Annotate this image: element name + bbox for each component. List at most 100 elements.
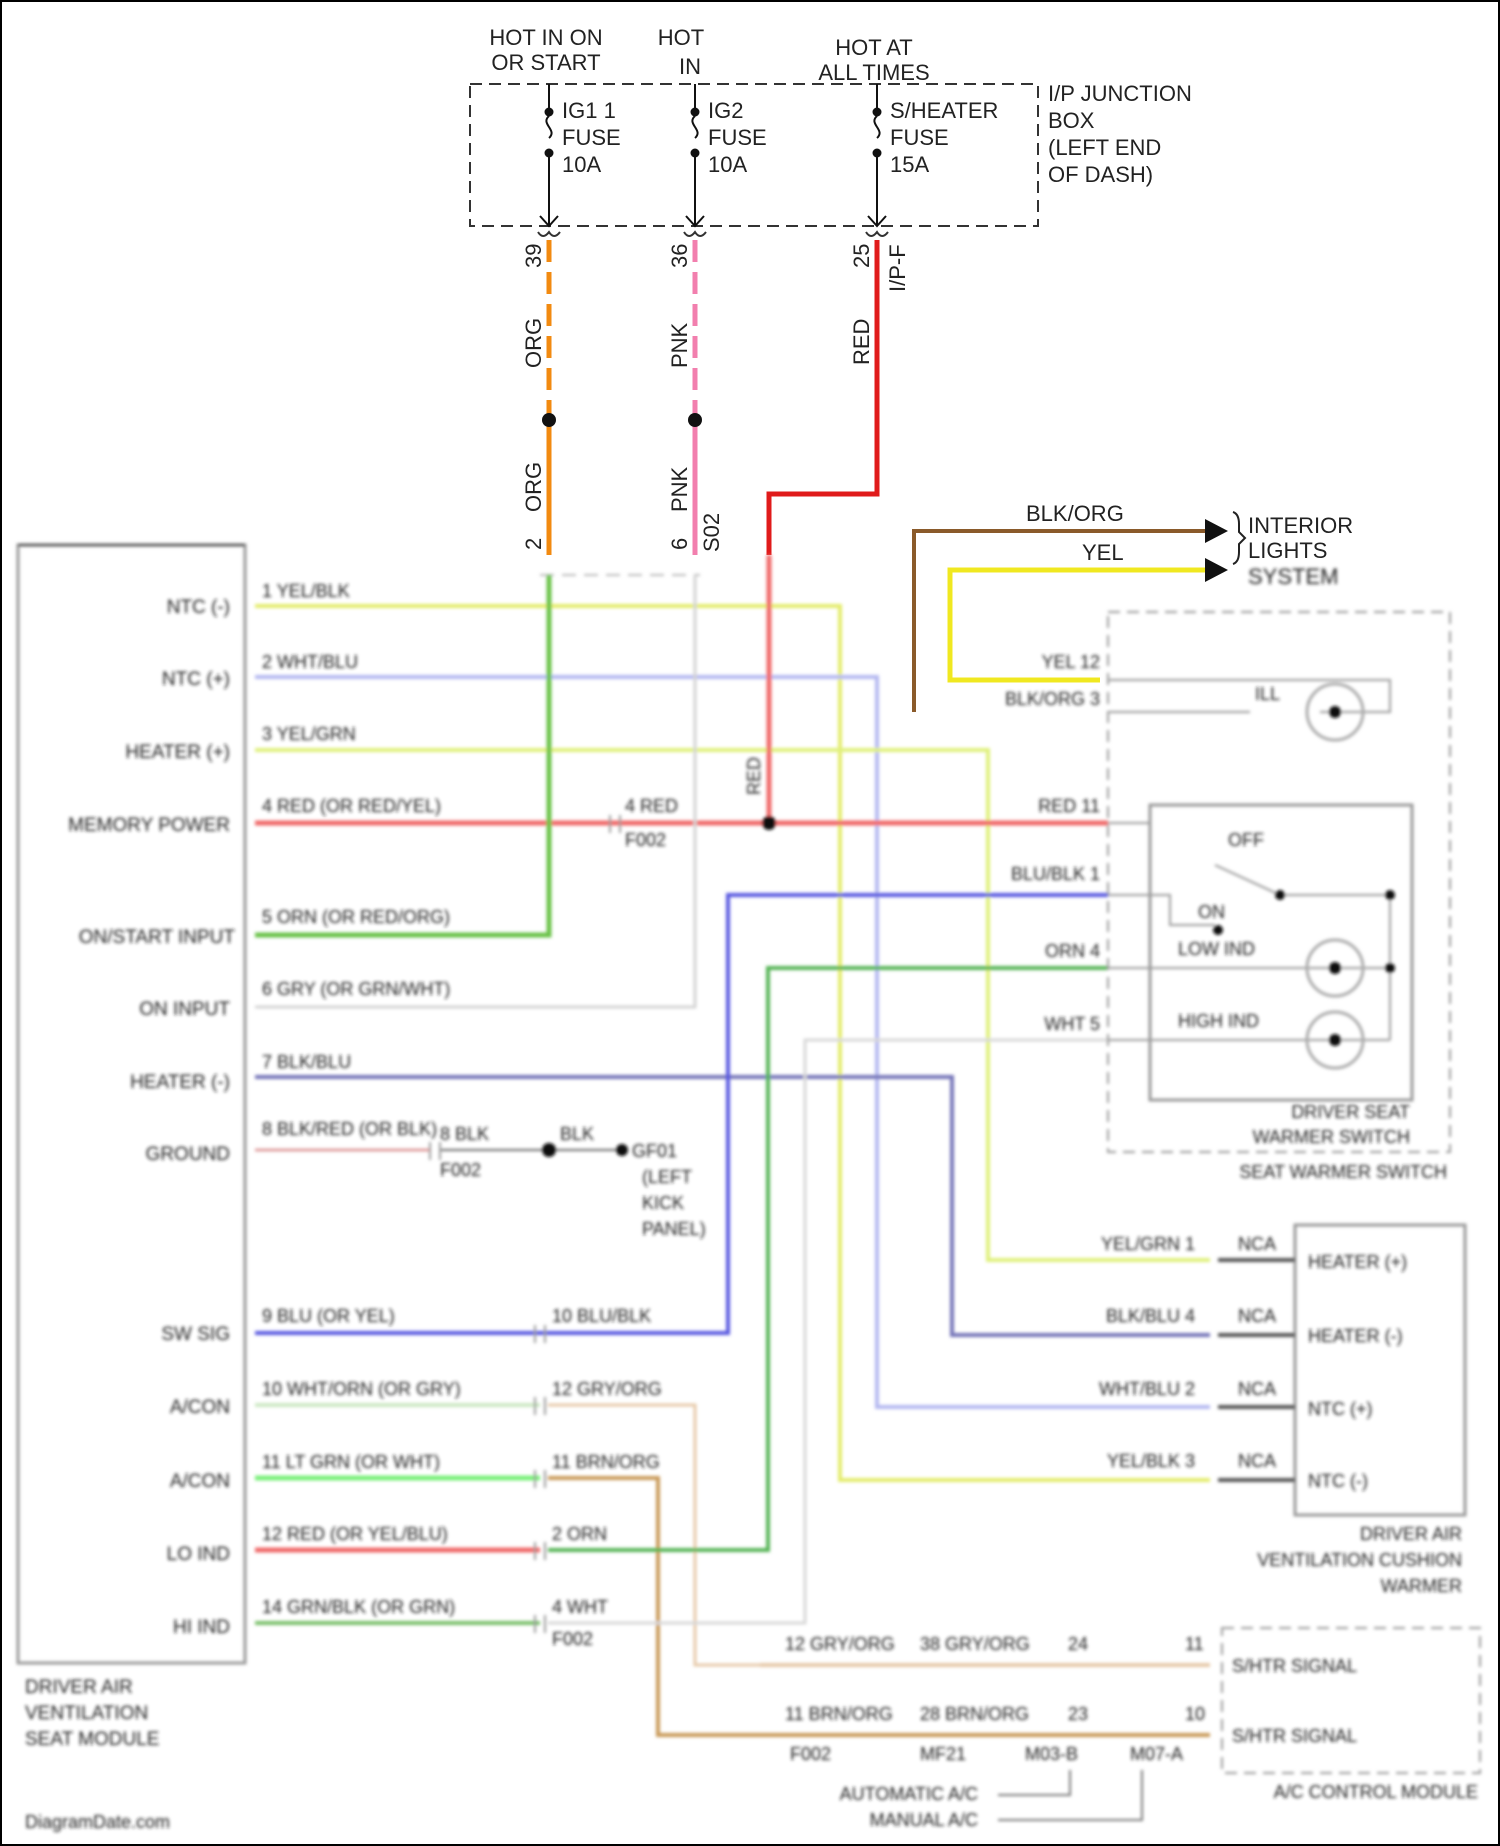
ground-wire-label: BLK — [560, 1124, 594, 1144]
switch-low-ind: LOW IND — [1178, 939, 1255, 959]
f002-row-3: 11 BRN/ORG — [552, 1452, 660, 1472]
switch-high-ind: HIGH IND — [1178, 1011, 1259, 1031]
wire-org-label-2: ORG — [521, 462, 546, 512]
switch-off: OFF — [1228, 830, 1264, 850]
pin-6-wire: 6 GRY (OR GRN/WHT) — [262, 979, 450, 999]
manual-ac-label: MANUAL A/C — [870, 1810, 978, 1830]
pin-1-wire: 1 YEL/BLK — [262, 581, 350, 601]
cushion-row-1-name: HEATER (+) — [1308, 1252, 1407, 1272]
pin-2: 2 — [521, 538, 546, 550]
cushion-row-3-wire: WHT/BLU 2 — [1099, 1379, 1195, 1399]
ground-point-4: PANEL) — [642, 1219, 706, 1239]
chain-top-3: 24 — [1068, 1634, 1088, 1654]
switch-pin-1: BLU/BLK 1 — [1011, 864, 1100, 884]
splice-org — [542, 413, 556, 427]
hot-always-line2: ALL TIMES — [818, 60, 929, 85]
pin-8-wire: 8 BLK/RED (OR BLK) — [262, 1119, 437, 1139]
cushion-label-1: DRIVER AIR — [1360, 1524, 1462, 1544]
pin-6: 6 — [667, 538, 692, 550]
module-pin-7-name: HEATER (-) — [130, 1072, 230, 1093]
pin-36: 36 — [667, 244, 692, 268]
connector-ipf-label: I/P-F — [885, 244, 910, 292]
cushion-row-1-nca: NCA — [1238, 1234, 1276, 1254]
splice-pnk — [688, 413, 702, 427]
module-pin-1-name: NTC (-) — [167, 597, 230, 618]
switch-pin-5: WHT 5 — [1044, 1014, 1100, 1034]
module-pin-8-name: GROUND — [146, 1144, 230, 1165]
hot-ig1-line1: HOT IN ON — [489, 25, 602, 50]
signal-2: S/HTR SIGNAL — [1232, 1726, 1357, 1746]
f002-row-4: 2 ORN — [552, 1524, 607, 1544]
module-pin-5-name: ON/START INPUT — [79, 927, 236, 948]
cushion-row-2-nca: NCA — [1238, 1306, 1276, 1326]
fuse-ig2-word: FUSE — [708, 125, 767, 150]
hot-ig1-line2: OR START — [491, 50, 600, 75]
module-label-3: SEAT MODULE — [25, 1729, 159, 1750]
pin-9-wire: 9 BLU (OR YEL) — [262, 1306, 395, 1326]
chain-top-1: 12 GRY/ORG — [785, 1634, 895, 1654]
f002-row-1: 10 BLU/BLK — [552, 1306, 651, 1326]
conn-1: F002 — [790, 1744, 831, 1764]
pin-10-wire: 10 WHT/ORN (OR GRY) — [262, 1379, 461, 1399]
chain-bot-1: 11 BRN/ORG — [785, 1704, 893, 1724]
cushion-row-3-name: NTC (+) — [1308, 1399, 1373, 1419]
interior-label-3: SYSTEM — [1248, 564, 1338, 589]
conn-3: M03-B — [1025, 1744, 1078, 1764]
chain-top-4: 11 — [1185, 1634, 1204, 1654]
chain-bot-4: 10 — [1185, 1704, 1205, 1724]
ground-point-3: KICK — [642, 1193, 684, 1213]
auto-ac-label: AUTOMATIC A/C — [840, 1784, 978, 1804]
conn-4: M07-A — [1130, 1744, 1183, 1764]
switch-pin-3: BLK/ORG 3 — [1005, 689, 1100, 709]
connector-s02: S02 — [699, 513, 724, 552]
pin-25: 25 — [849, 244, 874, 268]
junction-box-line1: I/P JUNCTION — [1048, 81, 1192, 106]
hot-ig2-line1: HOT — [658, 25, 704, 50]
pin-4-wire: 4 RED (OR RED/YEL) — [262, 796, 441, 816]
module-pin-10-name: A/CON — [170, 1397, 230, 1418]
module-pin-11-name: A/CON — [170, 1471, 230, 1492]
signal-1: S/HTR SIGNAL — [1232, 1656, 1357, 1676]
module-pin-6-name: ON INPUT — [139, 999, 230, 1020]
switch-pin-12: YEL 12 — [1042, 652, 1100, 672]
module-pin-4-name: MEMORY POWER — [68, 815, 230, 836]
switch-label-2: WARMER SWITCH — [1253, 1127, 1410, 1147]
fuse-heater-name: S/HEATER — [890, 98, 998, 123]
pin-7-wire: 7 BLK/BLU — [262, 1052, 351, 1072]
pin-5-wire: 5 ORN (OR RED/ORG) — [262, 907, 450, 927]
fuse-ig1-amps: 10A — [562, 152, 601, 177]
switch-label-outer: SEAT WARMER SWITCH — [1239, 1162, 1447, 1182]
cushion-row-3-nca: NCA — [1238, 1379, 1276, 1399]
switch-on: ON — [1198, 902, 1225, 922]
conn-f002a: F002 — [625, 830, 666, 850]
f002-row-2: 12 GRY/ORG — [552, 1379, 662, 1399]
module-label-1: DRIVER AIR — [25, 1677, 133, 1698]
module-pin-14-name: HI IND — [173, 1617, 230, 1638]
hot-ig2-line2: IN — [679, 54, 701, 79]
conn-2: MF21 — [920, 1744, 966, 1764]
cushion-row-2-wire: BLK/BLU 4 — [1106, 1306, 1195, 1326]
switch-ill: ILL — [1255, 684, 1280, 704]
switch-pin-4: ORN 4 — [1045, 941, 1100, 961]
module-pin-9-name: SW SIG — [161, 1324, 230, 1345]
wire-pnk-label-1: PNK — [667, 322, 692, 368]
fuse-ig1-word: FUSE — [562, 125, 621, 150]
cushion-row-4-name: NTC (-) — [1308, 1471, 1368, 1491]
wire-org-label-1: ORG — [521, 318, 546, 368]
chain-bot-2: 28 BRN/ORG — [920, 1704, 1029, 1724]
pin-39: 39 — [521, 244, 546, 268]
cushion-row-1-wire: YEL/GRN 1 — [1101, 1234, 1195, 1254]
wire-yel-label: YEL — [1082, 540, 1124, 565]
fuse-ig2-name: IG2 — [708, 98, 743, 123]
module-pin-2-name: NTC (+) — [162, 669, 230, 690]
module-pin-3-name: HEATER (+) — [125, 742, 230, 763]
cushion-row-2-name: HEATER (-) — [1308, 1326, 1403, 1346]
ac-module-label: A/C CONTROL MODULE — [1274, 1782, 1478, 1802]
fuse-ig2-amps: 10A — [708, 152, 747, 177]
interior-label-1: INTERIOR — [1248, 513, 1353, 538]
pin-3-wire: 3 YEL/GRN — [262, 724, 356, 744]
red-pin-label: 4 RED — [625, 796, 678, 816]
cushion-row-4-nca: NCA — [1238, 1451, 1276, 1471]
pin-12-wire: 12 RED (OR YEL/BLU) — [262, 1524, 448, 1544]
